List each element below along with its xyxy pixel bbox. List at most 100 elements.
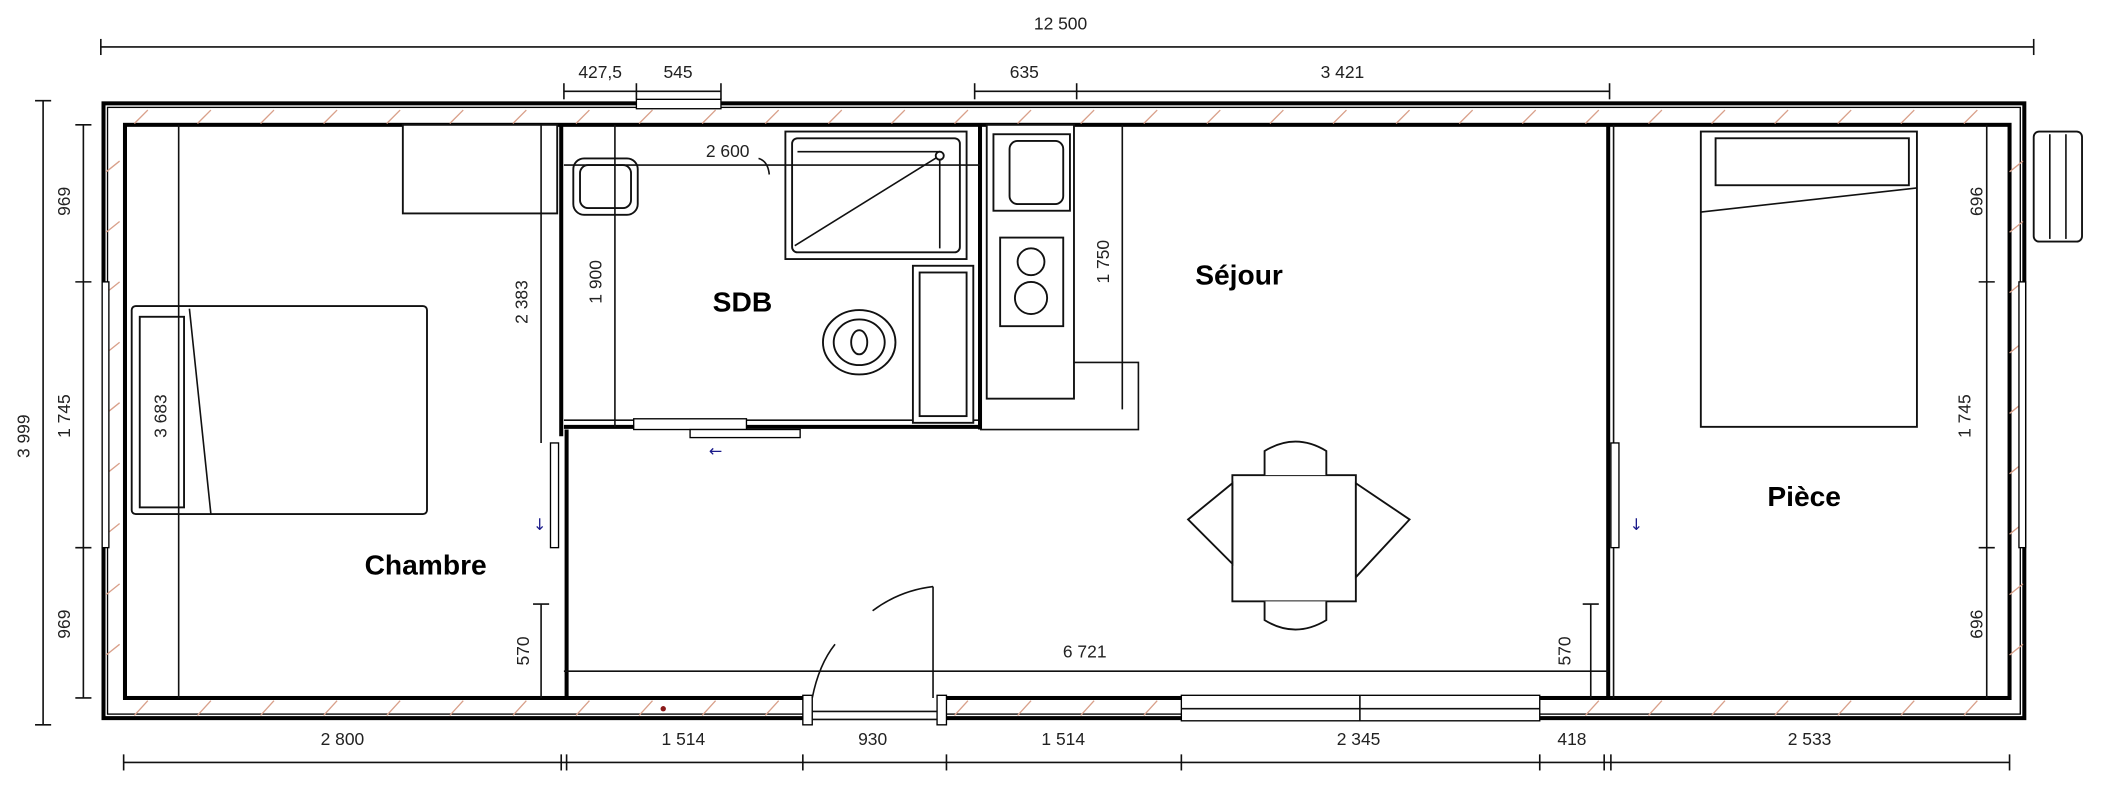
wall-hatch — [1143, 700, 1158, 716]
exterior-walls — [101, 98, 2027, 726]
wall-hatch — [1080, 109, 1095, 124]
dim-label: 969 — [54, 610, 74, 639]
heater-icon — [2032, 130, 2083, 243]
dim-label: 1 900 — [585, 260, 605, 304]
piece-furniture — [1699, 130, 2083, 428]
wall-hatch — [323, 109, 338, 124]
wall-hatch — [1647, 109, 1663, 124]
wall-hatch — [954, 109, 969, 124]
pillow — [138, 315, 185, 509]
window-right — [2018, 281, 2027, 549]
wall-hatch — [512, 109, 527, 124]
wall-hatch — [1774, 109, 1789, 124]
wall-hatch — [701, 109, 717, 124]
wall-hatch — [1269, 109, 1284, 124]
entry-door[interactable] — [811, 585, 934, 699]
wall-hatch — [1963, 700, 1978, 716]
wall-hatch — [323, 700, 338, 716]
dim-label: 3 999 — [14, 414, 34, 458]
wall-hatch — [1017, 109, 1032, 124]
wall-hatch — [1332, 109, 1347, 124]
dim-label: 969 — [1967, 187, 1987, 216]
dimension-bottom: 2 800 1 514 930 1 514 2 345 418 2 533 — [122, 729, 2011, 771]
room-label-chambre: Chambre — [365, 548, 487, 580]
door-sdb[interactable] — [633, 418, 748, 431]
dim-label: 2 533 — [1788, 729, 1832, 749]
wall-hatch — [133, 700, 149, 716]
dimension-right: 969 1 745 969 — [1955, 124, 1995, 698]
dim-label: 427,5 — [578, 62, 622, 82]
wall-hatch — [701, 700, 717, 716]
dim-label: 3 421 — [1321, 62, 1365, 82]
wall-hatch — [386, 109, 401, 124]
room-label-piece: Pièce — [1767, 480, 1841, 512]
wall-hatch — [1900, 109, 1915, 124]
dimension-overall-width: 12 500 — [100, 14, 2035, 56]
dim-label: 1 745 — [1955, 394, 1975, 438]
wall-hatch — [1963, 109, 1978, 124]
chambre-furniture — [130, 123, 559, 516]
door-chambre[interactable] — [549, 442, 560, 549]
wall-hatch — [105, 643, 121, 656]
wall-hatch — [1774, 700, 1789, 716]
window-left — [101, 281, 110, 549]
slide-arrow-icon: ← — [709, 441, 723, 460]
wall-hatch — [449, 700, 464, 716]
wall-hatch — [1521, 109, 1537, 124]
slide-arrow-icon: ↓ — [1630, 515, 1644, 534]
interior-walls: ← ↓ ↓ — [533, 124, 1644, 698]
wall-hatch — [260, 109, 275, 124]
dim-label: 1 745 — [54, 394, 74, 438]
wall-hatch — [1900, 700, 1915, 716]
dim-label: 418 — [1557, 729, 1586, 749]
wall-hatch — [449, 109, 464, 124]
wall-hatch — [105, 220, 121, 233]
wall-hatch — [2009, 220, 2024, 233]
wall-hatch — [1206, 109, 1221, 124]
dimension-left: 3 999 969 1 745 969 — [14, 99, 92, 726]
wall-hatch — [954, 700, 969, 716]
wall-hatch — [105, 160, 121, 173]
dim-label: 12 500 — [1034, 14, 1088, 34]
wall-hatch — [133, 109, 149, 124]
wall-hatch — [575, 700, 590, 716]
wall-hatch — [1584, 700, 1600, 716]
door-piece[interactable] — [1610, 442, 1620, 549]
wall-hatch — [105, 583, 121, 596]
dim-label: 969 — [54, 187, 74, 216]
interior-dimensions: 3 683 2 383 1 900 2 600 1 750 6 721 570 … — [151, 124, 1609, 698]
dim-label: 1 750 — [1093, 240, 1113, 284]
wall-hatch — [2009, 583, 2024, 596]
wall-hatch — [1080, 700, 1095, 716]
wall-hatch — [575, 109, 590, 124]
dim-label: 570 — [1555, 636, 1575, 665]
dim-label: 570 — [513, 636, 533, 665]
dim-label: 545 — [663, 62, 692, 82]
room-label-sdb: SDB — [713, 285, 772, 317]
dim-label: 1 514 — [662, 729, 706, 749]
wall-hatch — [764, 700, 780, 716]
wall-hatch — [1017, 700, 1032, 716]
dim-label: 969 — [1967, 610, 1987, 639]
dimension-top-row: 427,5 545 635 3 421 — [563, 62, 1611, 100]
wall-hatch — [1584, 109, 1600, 124]
wall-hatch — [260, 700, 275, 716]
dim-label: 3 683 — [151, 394, 171, 438]
dim-label: 930 — [858, 729, 887, 749]
wall-hatch — [1458, 109, 1474, 124]
wall-hatch — [2009, 160, 2024, 173]
wall-hatch — [2009, 643, 2024, 656]
slide-arrow-icon: ↓ — [533, 515, 547, 534]
wall-hatch — [1711, 109, 1726, 124]
wall-hatch — [827, 109, 843, 124]
marker-dot — [660, 706, 666, 712]
dim-label: 2 600 — [706, 141, 750, 161]
room-label-sejour: Séjour — [1195, 259, 1283, 291]
wall-hatch — [638, 700, 653, 716]
dim-label: 2 800 — [321, 729, 365, 749]
dim-label: 1 514 — [1041, 729, 1085, 749]
window-top — [635, 98, 722, 110]
wall-hatch — [638, 109, 653, 124]
dim-label: 2 383 — [512, 280, 532, 324]
